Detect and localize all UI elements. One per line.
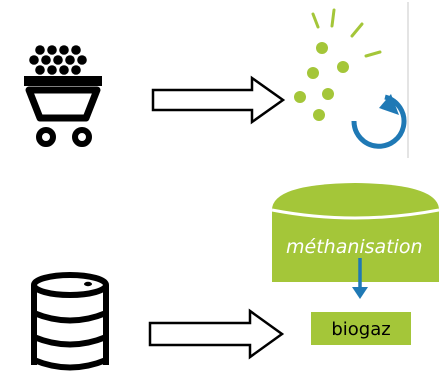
oil-barrel-icon xyxy=(31,272,109,371)
coal-cart-icon xyxy=(24,45,102,147)
biogaz-label: biogaz xyxy=(331,319,390,340)
renewable-energy-cycle-icon xyxy=(294,2,409,158)
arrow-coal-to-renewable xyxy=(151,75,286,125)
arrow-oil-to-biogas xyxy=(148,308,285,360)
methanisation-tank-icon: méthanisation biogaz xyxy=(271,183,439,345)
biogaz-box xyxy=(311,312,411,345)
methanisation-label: méthanisation xyxy=(286,236,423,258)
